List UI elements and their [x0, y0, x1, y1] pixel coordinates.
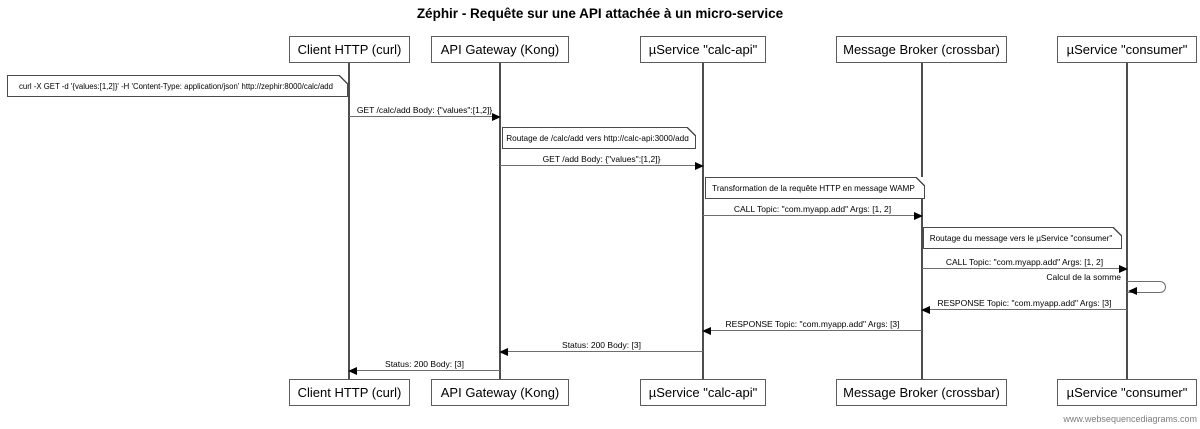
- message-response-to-broker: RESPONSE Topic: "com.myapp.add" Args: [3…: [921, 295, 1127, 314]
- self-message-label: Calcul de la somme: [1046, 272, 1121, 282]
- arrowhead-right-icon: [492, 113, 501, 121]
- note-curl-command: curl -X GET -d '{values:[1,2]}' -H 'Cont…: [7, 75, 348, 97]
- arrowhead-left-icon: [921, 306, 930, 314]
- message-status-to-gateway: Status: 200 Body: [3]: [499, 337, 703, 356]
- diagram-title: Zéphir - Requête sur une API attachée à …: [416, 6, 784, 21]
- note-fold-icon: [1113, 227, 1122, 236]
- participant-bottom-message-broker: Message Broker (crossbar): [836, 379, 1007, 406]
- note-text: Routage de /calc/add vers http://calc-ap…: [506, 133, 689, 143]
- arrowhead-right-icon: [695, 162, 704, 170]
- arrowhead-left-icon: [348, 367, 357, 375]
- watermark: www.websequencediagrams.com: [1063, 414, 1197, 424]
- note-text: curl -X GET -d '{values:[1,2]}' -H 'Cont…: [19, 81, 333, 91]
- participant-top-api-gateway: API Gateway (Kong): [431, 36, 569, 63]
- message-line: [349, 370, 500, 371]
- message-label: CALL Topic: "com.myapp.add" Args: [1, 2]: [945, 256, 1104, 267]
- lifeline-uservice-calc-api: [702, 63, 704, 379]
- message-line: [703, 215, 922, 216]
- participant-top-client-http: Client HTTP (curl): [289, 36, 410, 63]
- message-status-to-client: Status: 200 Body: [3]: [348, 356, 500, 375]
- arrowhead-left-icon: [1128, 287, 1137, 295]
- message-response-to-calc-api: RESPONSE Topic: "com.myapp.add" Args: [3…: [702, 316, 922, 335]
- message-line: [703, 330, 922, 331]
- note-fold-icon: [916, 177, 925, 186]
- participant-top-message-broker: Message Broker (crossbar): [836, 36, 1007, 63]
- message-line: [349, 116, 500, 117]
- message-line: [500, 165, 703, 166]
- message-line: [922, 268, 1127, 269]
- message-label: CALL Topic: "com.myapp.add" Args: [1, 2]: [733, 203, 892, 214]
- note-text: Transformation de la requête HTTP en mes…: [712, 183, 915, 193]
- participant-top-calc-api: µService "calc-api": [640, 36, 766, 63]
- message-label: GET /add Body: {"values":[1,2]}: [542, 153, 661, 164]
- participant-top-consumer: µService "consumer": [1057, 36, 1197, 63]
- note-fold-icon: [687, 127, 696, 136]
- message-line: [500, 351, 703, 352]
- lifeline-client-http: [348, 63, 350, 379]
- lifeline-api-gateway: [499, 63, 501, 379]
- participant-bottom-client-http: Client HTTP (curl): [289, 379, 410, 406]
- message-line: [922, 309, 1127, 310]
- note-text: Routage du message vers le µService "con…: [929, 233, 1113, 243]
- message-call-consumer: CALL Topic: "com.myapp.add" Args: [1, 2]: [922, 254, 1128, 273]
- participant-bottom-api-gateway: API Gateway (Kong): [431, 379, 569, 406]
- arrowhead-right-icon: [1119, 265, 1128, 273]
- note-transformation-wamp: Transformation de la requête HTTP en mes…: [705, 177, 925, 199]
- message-label: Status: 200 Body: [3]: [562, 339, 641, 350]
- note-routage-calc-add: Routage de /calc/add vers http://calc-ap…: [502, 127, 696, 149]
- message-call-broker: CALL Topic: "com.myapp.add" Args: [1, 2]: [703, 201, 923, 220]
- message-get-add: GET /add Body: {"values":[1,2]}: [500, 151, 704, 170]
- note-routage-consumer: Routage du message vers le µService "con…: [923, 227, 1122, 249]
- message-get-calc-add: GET /calc/add Body: {"values":[1,2]}: [349, 102, 501, 121]
- message-label: RESPONSE Topic: "com.myapp.add" Args: [3…: [937, 297, 1112, 308]
- note-fold-icon: [339, 75, 348, 84]
- self-message-loop: [1127, 281, 1166, 293]
- arrowhead-left-icon: [702, 327, 711, 335]
- participant-bottom-consumer: µService "consumer": [1057, 379, 1197, 406]
- arrowhead-left-icon: [499, 348, 508, 356]
- lifeline-uservice-consumer: [1126, 63, 1128, 379]
- message-label: Status: 200 Body: [3]: [385, 358, 464, 369]
- participant-bottom-calc-api: µService "calc-api": [640, 379, 766, 406]
- lifeline-message-broker: [921, 63, 923, 379]
- message-label: RESPONSE Topic: "com.myapp.add" Args: [3…: [725, 318, 900, 329]
- message-label: GET /calc/add Body: {"values":[1,2]}: [356, 104, 493, 115]
- arrowhead-right-icon: [914, 212, 923, 220]
